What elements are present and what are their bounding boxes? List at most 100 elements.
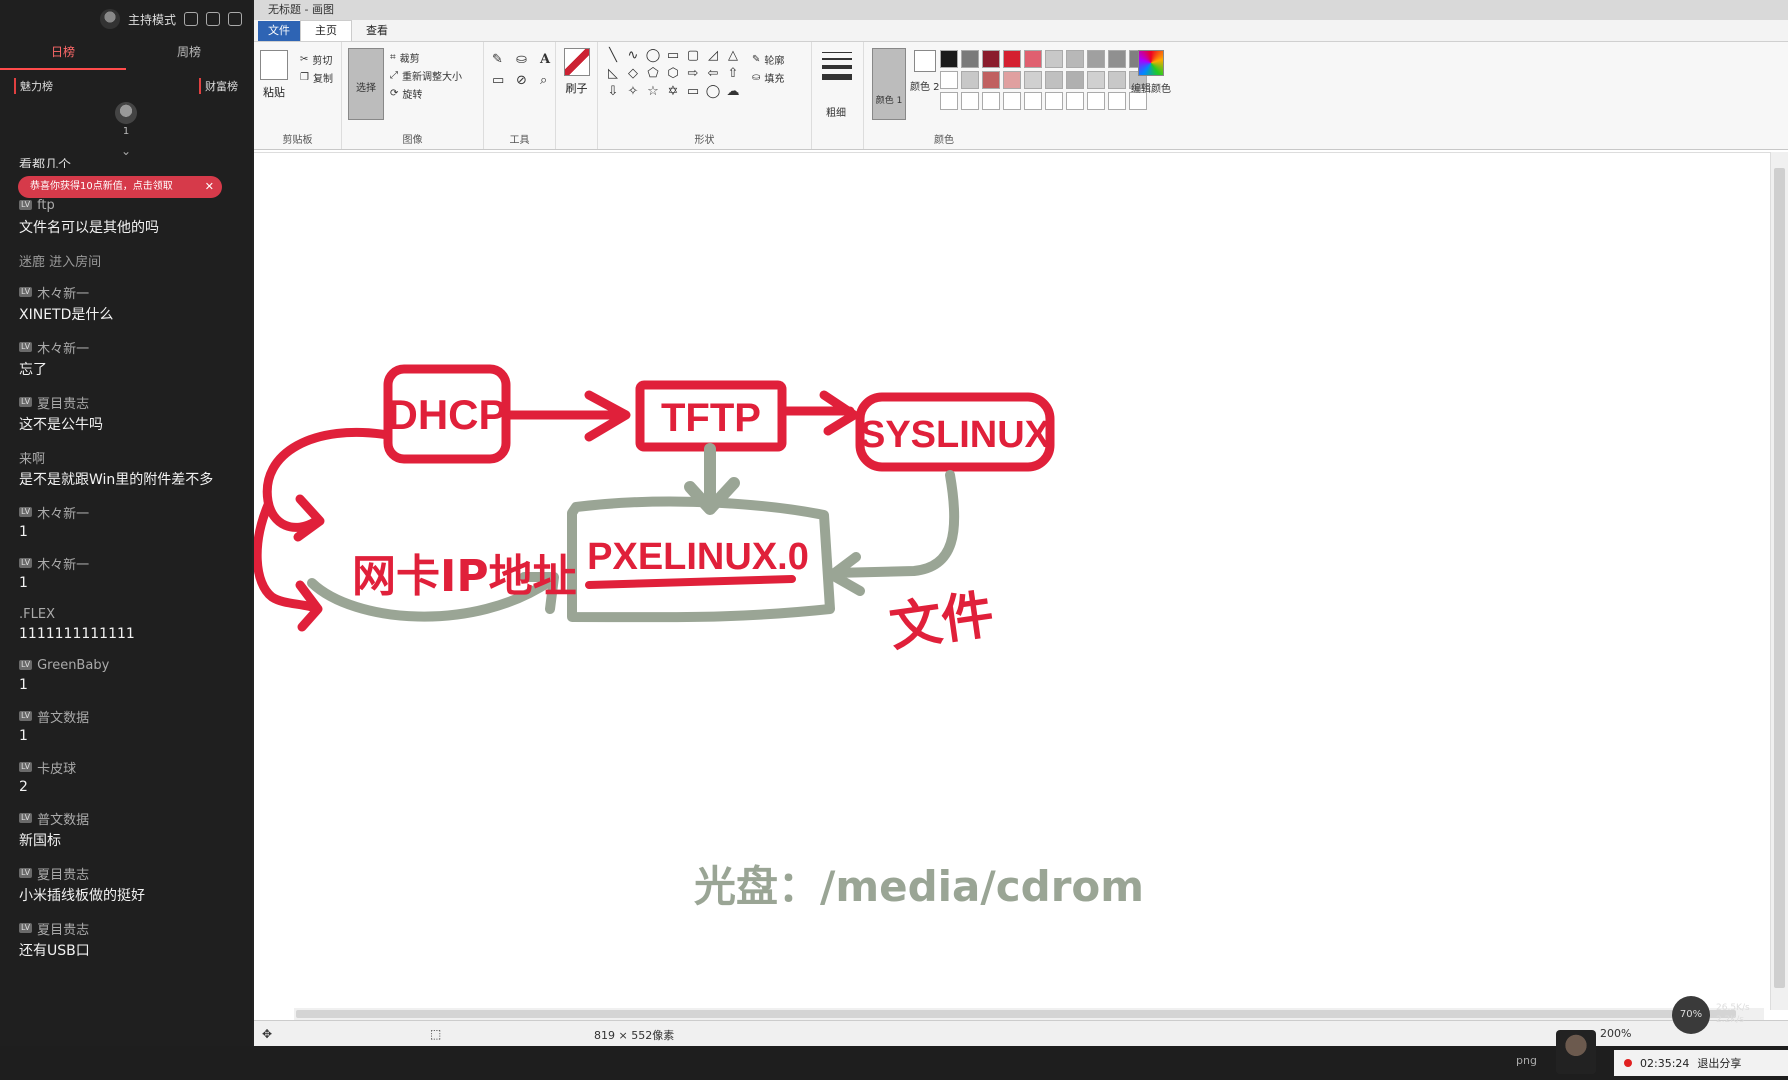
select-button[interactable]: 选择 — [348, 48, 384, 120]
author-name[interactable]: 木々新一 — [37, 286, 90, 302]
top-rank-entry[interactable]: 1 — [0, 102, 252, 146]
palette-swatch[interactable] — [961, 92, 979, 110]
palette-swatch[interactable] — [1024, 71, 1042, 89]
text-tool-icon[interactable]: A — [540, 52, 551, 67]
palette-swatch[interactable] — [1003, 92, 1021, 110]
outline-button[interactable]: ✎轮廓 — [752, 50, 784, 68]
palette-swatch[interactable] — [1129, 92, 1147, 110]
author-name[interactable]: 普文数据 — [37, 812, 90, 828]
tab-weekly-rank[interactable]: 周榜 — [176, 45, 201, 59]
brushes-button[interactable]: 刷子 — [556, 42, 597, 96]
author-name[interactable]: 卡皮球 — [37, 761, 77, 777]
paste-button[interactable]: 粘贴 — [260, 44, 288, 100]
palette-swatch[interactable] — [940, 92, 958, 110]
host-mode-label: 主持模式 — [127, 12, 176, 27]
close-icon[interactable]: ✕ — [204, 180, 214, 193]
resize-button[interactable]: ⤢重新调整大小 — [390, 66, 462, 84]
level-badge: LV — [19, 200, 33, 210]
tab-home[interactable]: 主页 — [300, 20, 352, 41]
palette-swatch[interactable] — [982, 50, 1000, 68]
palette-swatch[interactable] — [961, 71, 979, 89]
eraser-icon[interactable]: ▭ — [492, 73, 505, 88]
copy-button[interactable]: ❐复制 — [300, 68, 333, 86]
color2-button[interactable]: 颜色 2 — [910, 50, 940, 93]
palette-swatch[interactable] — [1066, 92, 1084, 110]
palette-swatch[interactable] — [1087, 50, 1105, 68]
pencil-icon[interactable]: ✎ — [492, 52, 503, 67]
window-title: 无标题 - 画图 — [268, 3, 334, 16]
size-label[interactable]: 粗细 — [826, 108, 846, 119]
author-name[interactable]: 夏目贵志 — [37, 867, 90, 883]
author-name[interactable]: 木々新一 — [37, 506, 90, 522]
palette-swatch[interactable] — [1108, 92, 1126, 110]
chat-message: LV ftp 文件名可以是其他的吗 — [0, 196, 252, 237]
shapes-gallery[interactable]: ╲∿◯▭▢◿△ ◺◇⬠⬡⇨⇦⇧ ⇩✧☆✡▭◯☁ — [607, 48, 740, 99]
palette-swatch[interactable] — [1066, 50, 1084, 68]
horizontal-scrollbar[interactable] — [294, 1008, 1764, 1020]
fill-button[interactable]: ⛀填充 — [752, 68, 784, 86]
zoom-level[interactable]: 200% — [1600, 1027, 1632, 1040]
palette-swatch[interactable] — [1024, 50, 1042, 68]
author-name[interactable]: 木々新一 — [37, 341, 90, 357]
vertical-scrollbar[interactable] — [1770, 152, 1788, 1010]
vertical-scroll-thumb[interactable] — [1774, 168, 1785, 988]
palette-swatch[interactable] — [982, 92, 1000, 110]
copy-icon: ❐ — [300, 71, 309, 83]
menu-icon[interactable] — [228, 12, 242, 26]
author-name[interactable]: 木々新一 — [37, 557, 90, 573]
palette-swatch[interactable] — [940, 71, 958, 89]
author-name[interactable]: .FLEX — [19, 606, 55, 622]
color-picker-icon[interactable]: ⊘ — [516, 73, 527, 88]
palette-swatch[interactable] — [1045, 71, 1063, 89]
crop-button[interactable]: ⌗裁剪 — [390, 48, 462, 66]
nic-ip-label: 网卡IP地址 — [352, 551, 577, 602]
author-name[interactable]: ftp — [37, 197, 55, 213]
settings-icon[interactable] — [184, 12, 198, 26]
palette-swatch[interactable] — [1045, 92, 1063, 110]
palette-swatch[interactable] — [961, 50, 979, 68]
author-name[interactable]: 夏目贵志 — [37, 396, 90, 412]
palette-swatch[interactable] — [1108, 50, 1126, 68]
author-name[interactable]: 迷鹿 进入房间 — [19, 254, 102, 270]
tab-file[interactable]: 文件 — [258, 21, 300, 41]
palette-swatch[interactable] — [1108, 71, 1126, 89]
palette-swatch[interactable] — [1045, 50, 1063, 68]
chat-message-author: 迷鹿 进入房间 — [19, 251, 233, 270]
gift-notification-banner[interactable]: 恭喜你获得10点新值，点击领取 ✕ — [18, 176, 222, 198]
author-name[interactable]: 来啊 — [19, 451, 46, 467]
tab-daily-rank[interactable]: 日榜 — [0, 38, 126, 70]
exit-share-button[interactable]: 退出分享 — [1697, 1057, 1742, 1070]
palette-swatch[interactable] — [982, 71, 1000, 89]
external-link-icon[interactable] — [206, 12, 220, 26]
rotate-button[interactable]: ⟳旋转 — [390, 84, 462, 102]
chevron-down-icon[interactable]: ⌄ — [120, 144, 132, 158]
size-lines-icon[interactable] — [822, 52, 852, 80]
palette-swatch[interactable] — [1003, 71, 1021, 89]
author-name[interactable]: GreenBaby — [37, 657, 110, 673]
horizontal-scroll-thumb[interactable] — [296, 1010, 1736, 1018]
chat-message-text: 文件名可以是其他的吗 — [19, 220, 159, 236]
palette-swatch[interactable] — [1003, 50, 1021, 68]
tab-wealth-rank[interactable]: 财富榜 — [199, 78, 238, 94]
palette-swatch[interactable] — [1087, 71, 1105, 89]
palette-swatch[interactable] — [1066, 71, 1084, 89]
dhcp-label: DHCP — [387, 391, 506, 438]
palette-swatch[interactable] — [940, 50, 958, 68]
color1-button[interactable]: 颜色 1 — [872, 48, 906, 120]
palette-swatch[interactable] — [1024, 92, 1042, 110]
shapes-group-label: 形状 — [694, 135, 715, 146]
tab-view[interactable]: 查看 — [366, 24, 388, 37]
edit-colors-button[interactable]: 编辑颜色 — [1126, 50, 1176, 95]
tab-charm-rank[interactable]: 魅力榜 — [14, 78, 53, 94]
palette-swatch[interactable] — [1087, 92, 1105, 110]
author-name[interactable]: 普文数据 — [37, 710, 90, 726]
drawing-canvas[interactable]: DHCP TFTP SYSLINUX PXELINUX.0 网卡IP地址 文件 … — [254, 152, 1770, 1010]
author-name[interactable]: 夏目贵志 — [37, 922, 90, 938]
fill-bucket-icon[interactable]: ⛀ — [516, 52, 527, 67]
cut-button[interactable]: ✂剪切 — [300, 50, 333, 68]
magnifier-icon[interactable]: ⌕ — [540, 73, 548, 88]
